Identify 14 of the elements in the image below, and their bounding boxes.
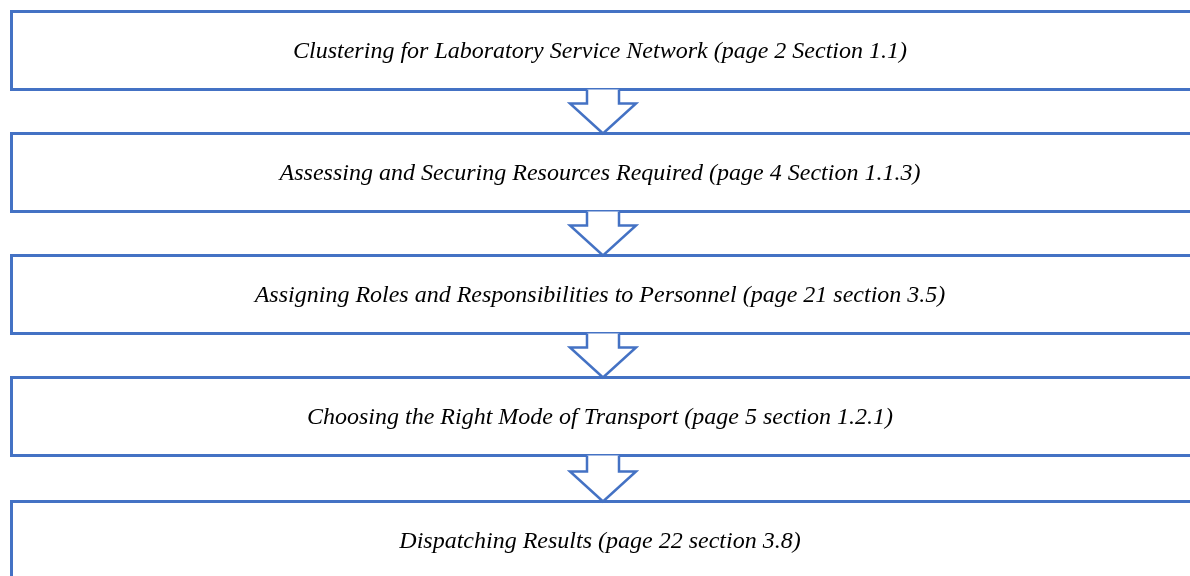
block-arrow	[566, 454, 640, 504]
process-box	[10, 132, 1190, 213]
step-text: Clustering for Laboratory Service Network (page 2 Section 1.1)	[293, 37, 907, 64]
block-arrow	[566, 88, 640, 136]
process-box	[10, 376, 1190, 457]
process-box	[10, 254, 1190, 335]
process-box	[10, 500, 1190, 576]
step-text: Assigning Roles and Responsibilities to Personnel (page 21 section 3.5)	[254, 281, 946, 308]
process-box	[10, 10, 1190, 91]
block-arrow	[566, 210, 640, 258]
step-text: Assessing and Securing Resources Required (page 4 Section 1.1.3)	[279, 159, 921, 186]
step-text: Choosing the Right Mode of Transport (page 5 section 1.2.1)	[307, 403, 893, 430]
step-text: Dispatching Results (page 22 section 3.8)	[399, 527, 801, 554]
block-arrow	[566, 332, 640, 380]
